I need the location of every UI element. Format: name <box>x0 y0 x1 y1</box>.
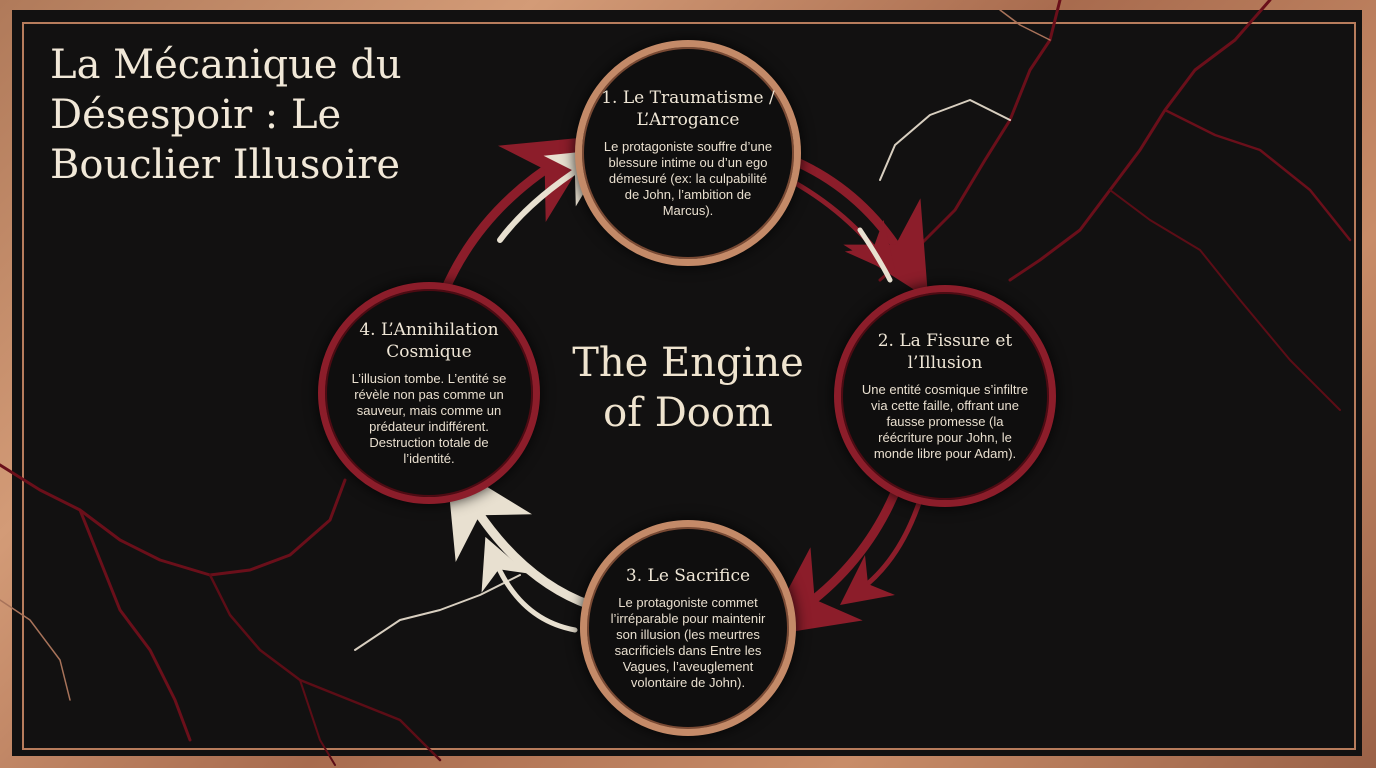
arrow-1-to-2-bone <box>857 227 893 283</box>
node-description: Le protagoniste souffre d’une blessure i… <box>603 139 773 218</box>
arrow-4-to-1 <box>440 136 599 295</box>
node-description: Une entité cosmique s’infiltre via cette… <box>861 382 1029 461</box>
cycle-node-sacrifice: 3. Le Sacrifice Le protagoniste commet l… <box>580 520 796 736</box>
cycle-node-fissure: 2. La Fissure et l’Illusion Une entité c… <box>834 285 1056 507</box>
page-title: La Mécanique du Désespoir : Le Bouclier … <box>50 42 402 188</box>
node-title: 3. Le Sacrifice <box>625 566 751 586</box>
arrow-2-to-3-inner <box>840 497 923 606</box>
cycle-node-trauma: 1. Le Traumatisme / L’Arrogance Le prota… <box>575 40 801 266</box>
node-title: 1. Le Traumatisme / L’Arrogance <box>601 88 775 130</box>
arrow-4-to-1-bone <box>497 148 611 243</box>
node-title: 4. L’Annihilation Cosmique <box>359 320 499 362</box>
arrow-3-to-4 <box>446 461 595 610</box>
center-title: The Engine of Doom <box>572 340 804 436</box>
cycle-node-annihilation: 4. L’Annihilation Cosmique L’illusion to… <box>318 282 540 504</box>
node-title: 2. La Fissure et l’Illusion <box>877 331 1013 373</box>
node-description: L’illusion tombe. L’entité se révèle non… <box>351 371 507 466</box>
arrow-2-to-3 <box>763 475 905 637</box>
arrow-3-to-4-inner <box>481 536 578 633</box>
node-description: Le protagoniste commet l’irréparable pou… <box>610 595 766 690</box>
